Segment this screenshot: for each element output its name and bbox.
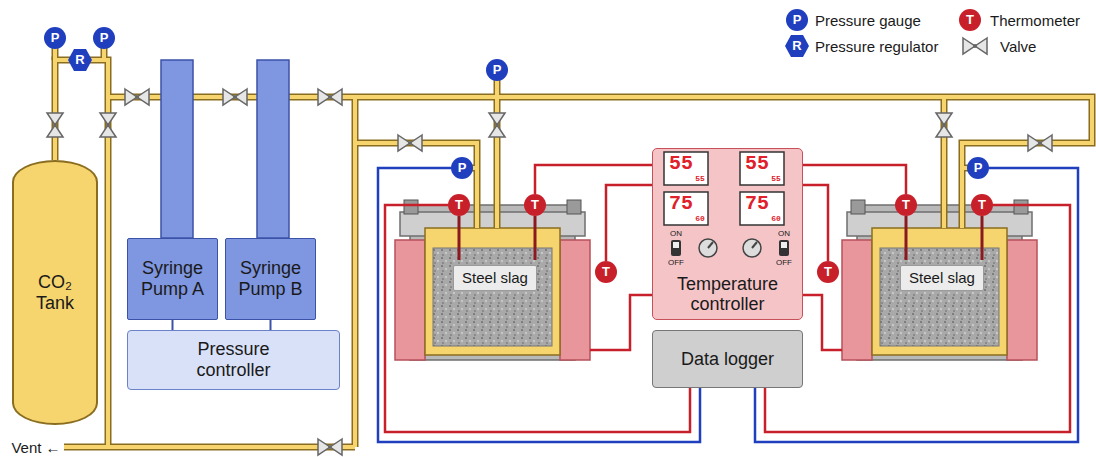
pump-cylinder xyxy=(257,60,289,238)
thermometer-symbol: T xyxy=(895,194,917,216)
switch-label: ON xyxy=(778,230,790,238)
reactor-left xyxy=(395,200,590,360)
display-value: 75 xyxy=(669,194,693,214)
thermometer-symbol: T xyxy=(959,9,981,31)
legend-text: Valve xyxy=(1000,38,1036,55)
pressure-gauge-symbol: P xyxy=(786,9,808,31)
pressure-gauge-symbol: P xyxy=(44,27,66,49)
node-text: Syringe Pump A xyxy=(133,258,213,299)
gas-tank: CO₂ Tank xyxy=(12,160,98,425)
pump-box: Syringe Pump A xyxy=(127,238,218,320)
setpoint-value: 55 xyxy=(695,175,705,183)
display-value: 55 xyxy=(745,154,769,174)
setpoint-value: 60 xyxy=(771,215,781,223)
node-text: CO₂ Tank xyxy=(25,272,85,313)
thermometer-symbol: T xyxy=(595,261,617,283)
legend-text: Pressure regulator xyxy=(815,38,938,55)
thermometer-symbol: T xyxy=(524,194,546,216)
legend-valve-symbol xyxy=(963,38,987,54)
display-value: 75 xyxy=(745,194,769,214)
display-value: 55 xyxy=(669,154,693,174)
reactor-right xyxy=(842,200,1037,360)
thermometer-symbol: T xyxy=(817,261,839,283)
pressure-gauge-symbol: P xyxy=(967,157,989,179)
vent-label: Vent ← xyxy=(11,439,60,456)
control-line xyxy=(172,320,174,330)
node-text: Syringe Pump B xyxy=(231,258,311,299)
logger-box: Data logger xyxy=(652,330,803,388)
pressure-gauge-symbol: P xyxy=(486,59,508,81)
controller-box: Pressure controller xyxy=(127,330,340,390)
pump-cylinder xyxy=(161,60,193,238)
pump-box: Syringe Pump B xyxy=(225,238,316,320)
node-text: Temperature controller xyxy=(663,274,793,315)
node-text: Steel slag xyxy=(909,269,975,286)
pressure-gauge-symbol: P xyxy=(93,27,115,49)
regulator-symbol: R xyxy=(785,35,809,57)
gas-pipe-outline xyxy=(55,38,1092,447)
setpoint-value: 55 xyxy=(771,175,781,183)
legend-text: Pressure gauge xyxy=(815,12,921,29)
switch-label: OFF xyxy=(668,259,684,267)
thermometer-symbol: T xyxy=(448,194,470,216)
thermometer-symbol: T xyxy=(971,194,993,216)
gas-pipe xyxy=(55,38,1092,447)
pressure-gauge-symbol: P xyxy=(451,157,473,179)
switch-label: ON xyxy=(670,230,682,238)
regulator-symbol: R xyxy=(68,49,92,71)
legend-text: Thermometer xyxy=(990,12,1080,29)
sample-label-box: Steel slag xyxy=(900,265,984,291)
control-line xyxy=(270,320,272,330)
setpoint-value: 60 xyxy=(695,215,705,223)
valves xyxy=(47,89,1052,455)
node-text: Steel slag xyxy=(462,269,528,286)
node-text: Pressure controller xyxy=(179,339,289,380)
switch-label: OFF xyxy=(776,259,792,267)
node-text: Data logger xyxy=(681,349,774,370)
sample-label-box: Steel slag xyxy=(453,265,537,291)
